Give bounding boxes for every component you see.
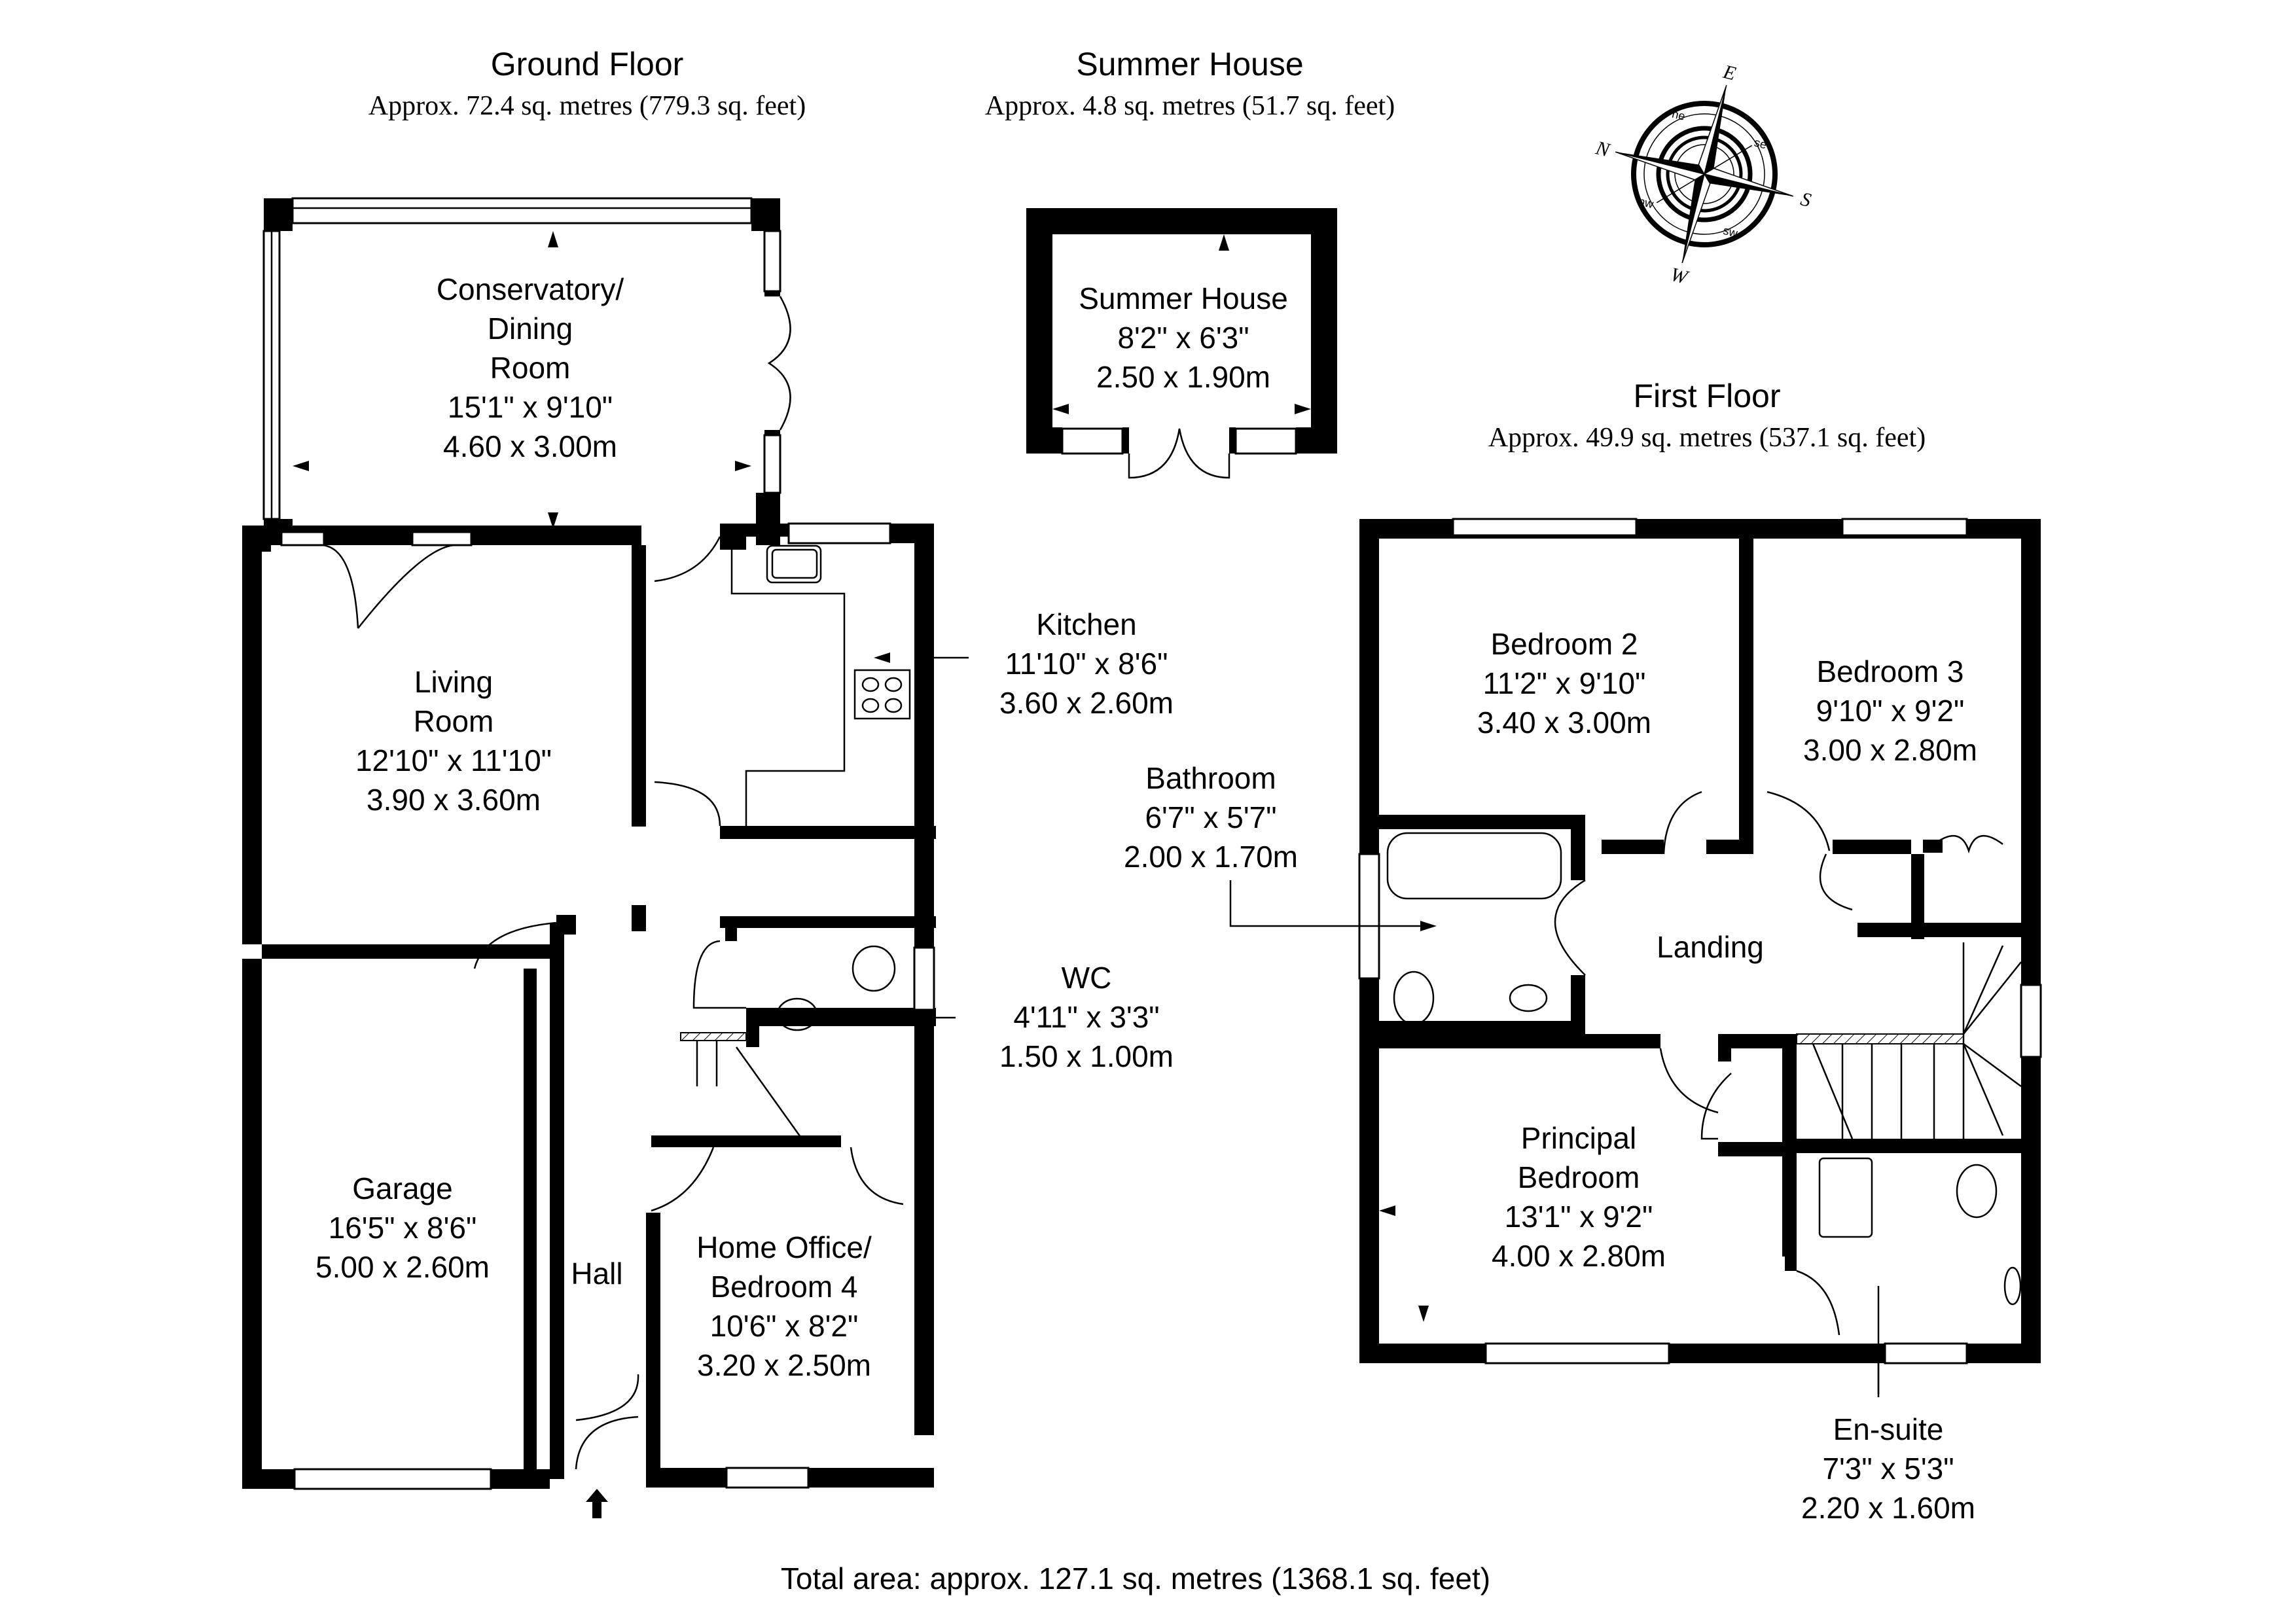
room-label-line: 3.90 x 3.60m [367,783,541,817]
room-label-line: Garage [352,1171,452,1205]
room-label-bathroom: Bathroom 6'7" x 5'7" 2.00 x 1.70m [1124,761,1298,874]
room-label-line: 11'10" x 8'6" [1005,647,1168,681]
room-label-line: Bedroom [1518,1160,1640,1194]
room-label-line: 2.50 x 1.90m [1096,360,1270,394]
room-label-line: 12'10" x 11'10" [355,743,552,777]
room-label-line: 10'6" x 8'2" [710,1309,859,1343]
first-floor-title: First Floor [1634,378,1781,414]
room-label-line: Hall [571,1257,622,1291]
room-label-hall: Hall [571,1257,622,1291]
compass-se-label: se [1753,135,1768,151]
total-area: Total area: approx. 127.1 sq. metres (13… [781,1561,1490,1596]
room-label-line: Living [414,665,493,699]
compass-south-label: S [1799,188,1814,211]
room-label-line: Bedroom 3 [1816,654,1964,688]
compass-west-label: W [1668,264,1691,289]
room-label-line: Dining [488,312,573,346]
room-label-ensuite: En-suite 7'3" x 5'3" 2.20 x 1.60m [1801,1412,1975,1525]
compass-east-label: E [1721,61,1738,85]
room-label-principal: Principal Bedroom 13'1" x 9'2" 4.00 x 2.… [1492,1121,1666,1273]
room-label-line: Room [490,351,571,385]
room-label-line: Bathroom [1145,761,1276,795]
room-label-line: 4'11" x 3'3" [1013,1000,1159,1034]
ground-floor-area: Approx. 72.4 sq. metres (779.3 sq. feet) [368,91,806,121]
room-label-line: 5.00 x 2.60m [315,1250,490,1284]
first-floor-plan [1358,518,2042,1394]
bathroom-leader-line [1229,880,1420,927]
room-label-landing: Landing [1657,930,1764,964]
compass-major-points [1615,84,1794,264]
room-label-line: 3.00 x 2.80m [1803,733,1977,767]
room-label-bedroom3: Bedroom 3 9'10" x 9'2" 3.00 x 2.80m [1803,654,1977,767]
room-label-line: Conservatory/ [437,272,624,306]
room-label-line: En-suite [1833,1412,1944,1446]
room-label-living: Living Room 12'10" x 11'10" 3.90 x 3.60m [355,665,552,817]
room-label-line: Summer House [1079,281,1288,315]
room-label-line: Landing [1657,930,1764,964]
room-label-office: Home Office/ Bedroom 4 10'6" x 8'2" 3.20… [696,1230,872,1382]
room-label-line: 15'1" x 9'10" [448,390,613,424]
room-label-summer-house: Summer House 8'2" x 6'3" 2.50 x 1.90m [1079,281,1288,394]
room-label-line: 3.60 x 2.60m [999,686,1174,720]
room-label-line: 8'2" x 6'3" [1117,321,1249,355]
room-label-garage: Garage 16'5" x 8'6" 5.00 x 2.60m [315,1171,490,1284]
room-label-conservatory: Conservatory/ Dining Room 15'1" x 9'10" … [437,272,624,463]
room-label-line: Bedroom 2 [1490,627,1638,661]
room-label-line: 11'2" x 9'10" [1483,666,1646,700]
entrance-arrow-icon [586,1489,608,1518]
first-floor-area: Approx. 49.9 sq. metres (537.1 sq. feet) [1488,423,1926,453]
ground-floor-plan [242,197,936,1518]
dimension-arrows [293,231,1437,1322]
summer-house-title: Summer House [1076,46,1303,82]
room-label-line: Home Office/ [696,1230,872,1264]
room-label-line: Kitchen [1036,607,1136,641]
room-label-line: 3.20 x 2.50m [697,1348,871,1382]
ground-floor-title: Ground Floor [491,46,684,82]
compass-north-label: N [1593,137,1613,162]
room-label-line: 9'10" x 9'2" [1816,694,1965,728]
room-label-line: Principal [1521,1121,1636,1155]
room-label-line: 4.00 x 2.80m [1492,1239,1666,1273]
summer-house-plan [1026,208,1337,479]
summer-house-area: Approx. 4.8 sq. metres (51.7 sq. feet) [985,91,1395,121]
room-label-wc: WC 4'11" x 3'3" 1.50 x 1.00m [999,961,1174,1073]
room-label-line: 13'1" x 9'2" [1505,1200,1653,1234]
room-label-line: 7'3" x 5'3" [1822,1452,1954,1486]
room-label-kitchen: Kitchen 11'10" x 8'6" 3.60 x 2.60m [999,607,1174,720]
room-label-line: Bedroom 4 [710,1270,857,1304]
room-label-line: 1.50 x 1.00m [999,1039,1174,1073]
room-label-line: Room [414,704,494,738]
room-label-bedroom2: Bedroom 2 11'2" x 9'10" 3.40 x 3.00m [1477,627,1651,740]
room-label-line: 2.00 x 1.70m [1124,840,1298,874]
room-label-line: 6'7" x 5'7" [1145,800,1276,834]
compass-rose-icon: N E S W ne se sw nw [1593,61,1814,289]
room-label-line: 16'5" x 8'6" [329,1211,477,1245]
compass-ne-label: ne [1671,107,1687,123]
room-label-line: 3.40 x 3.00m [1477,705,1651,740]
room-label-line: 2.20 x 1.60m [1801,1491,1975,1525]
room-label-line: 4.60 x 3.00m [443,429,617,463]
room-label-line: WC [1062,961,1112,995]
